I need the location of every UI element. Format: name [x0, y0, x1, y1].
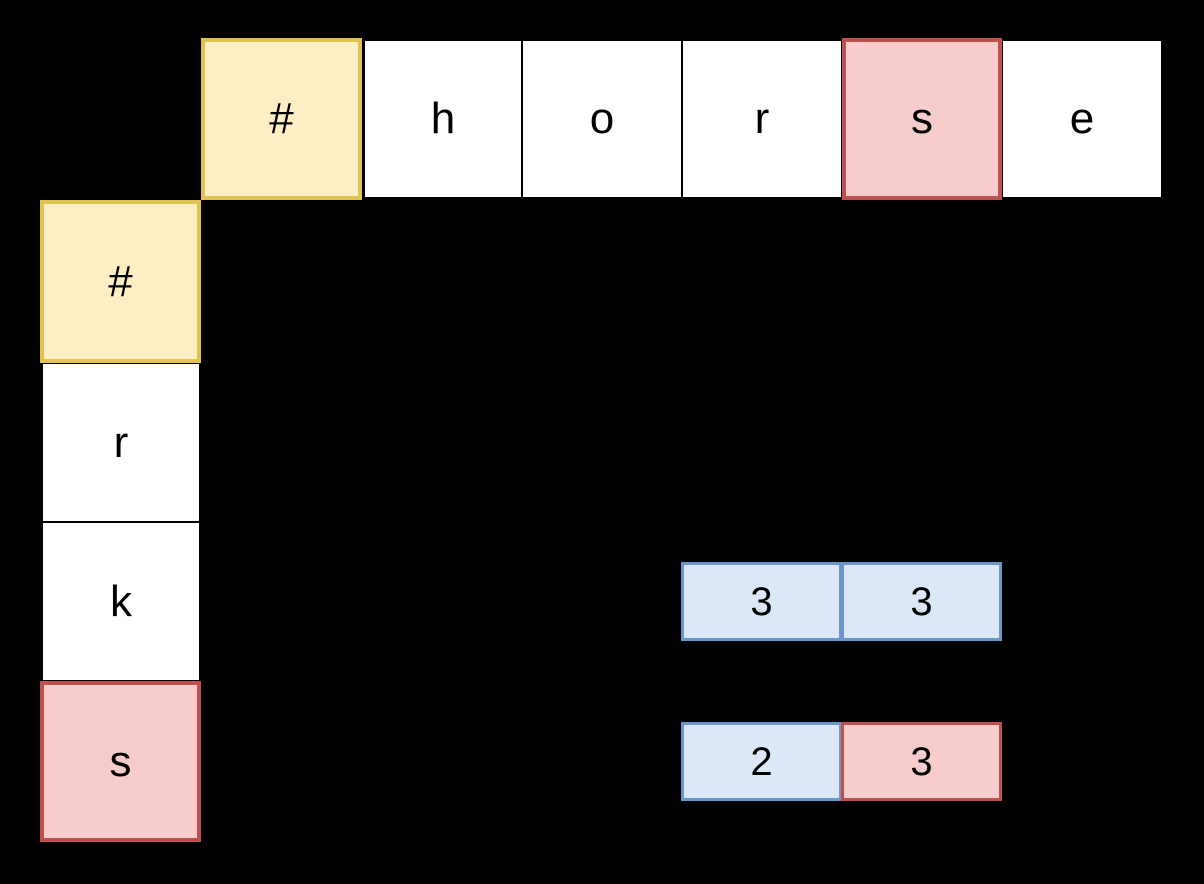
- column-header-cell-r[interactable]: r: [682, 40, 842, 198]
- column-header-cell-s[interactable]: s: [842, 38, 1002, 200]
- dp-value-cell[interactable]: 3: [841, 722, 1002, 801]
- column-header-cell-sentinel[interactable]: #: [201, 38, 362, 200]
- dp-value-cell[interactable]: 3: [841, 562, 1002, 641]
- row-header-cell-r[interactable]: r: [42, 363, 200, 522]
- dp-value-cell[interactable]: 3: [681, 562, 842, 641]
- row-header-cell-sentinel[interactable]: #: [40, 200, 201, 363]
- column-header-cell-o[interactable]: o: [522, 40, 682, 198]
- column-header-cell-e[interactable]: e: [1002, 40, 1162, 198]
- row-header-cell-s[interactable]: s: [40, 681, 201, 842]
- dp-value-cell[interactable]: 2: [681, 722, 842, 801]
- row-header-cell-k[interactable]: k: [42, 522, 200, 681]
- column-header-cell-h[interactable]: h: [364, 40, 522, 198]
